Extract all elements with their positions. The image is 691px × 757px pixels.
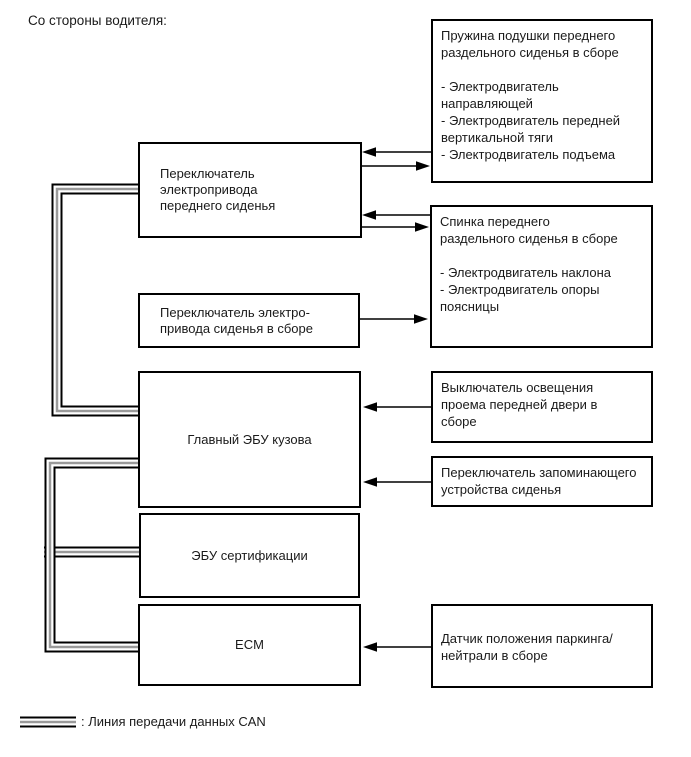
- block-label-line: привода сиденья в сборе: [160, 320, 313, 336]
- block-title-line: раздельного сиденья в сборе: [440, 231, 618, 246]
- block-title-line: раздельного сиденья в сборе: [441, 45, 619, 60]
- can-line-segment-lower: [44, 457, 139, 653]
- arrow-courtesy-to-main-ecu: [363, 402, 431, 412]
- can-legend-label: : Линия передачи данных CAN: [81, 714, 266, 729]
- front-seat-cushion-spring-block: Пружина подушки переднего раздельного си…: [431, 19, 653, 183]
- block-label-line: Главный ЭБУ кузова: [187, 431, 312, 447]
- arrow-assembly-switch-to-seatback: [360, 314, 428, 324]
- arrow-switch-to-seatback: [362, 222, 429, 232]
- page-title: Со стороны водителя:: [28, 13, 167, 28]
- block-title-line: Выключатель освещения: [441, 380, 594, 395]
- block-label-line: Переключатель электро-: [160, 304, 310, 320]
- arrow-switch-to-cushion: [362, 161, 430, 171]
- motor-list-item: - Электродвигатель опоры поясницы: [440, 282, 600, 314]
- block-title-line: Переключатель запоминающего: [441, 465, 637, 480]
- arrow-seatback-to-switch: [362, 210, 430, 220]
- front-power-seat-switch-block: Переключатель электропривода переднего с…: [138, 142, 362, 238]
- block-label-line: Переключатель: [160, 166, 255, 181]
- block-label-line: электропривода: [160, 182, 258, 197]
- park-neutral-position-sensor-block: Датчик положения паркинга/ нейтрали в сб…: [431, 604, 653, 688]
- front-seat-back-block: Спинка переднего раздельного сиденья в с…: [430, 205, 653, 348]
- block-title-line: Спинка переднего: [440, 214, 550, 229]
- arrow-cushion-to-switch: [362, 147, 431, 157]
- motor-list-item: - Электродвигатель направляющей: [441, 79, 559, 111]
- main-body-ecu-block: Главный ЭБУ кузова: [138, 371, 361, 508]
- block-title-line: сборе: [441, 414, 477, 429]
- block-title-line: проема передней двери в: [441, 397, 598, 412]
- certification-ecu-block: ЭБУ сертификации: [139, 513, 360, 598]
- motor-list-item: - Электродвигатель наклона: [440, 265, 611, 280]
- block-label-line: переднего сиденья: [160, 198, 276, 213]
- can-line-segment-upper: [51, 183, 139, 417]
- block-title-line: Пружина подушки переднего: [441, 28, 616, 43]
- arrow-memory-to-main-ecu: [363, 477, 431, 487]
- power-seat-switch-assembly-block: Переключатель электро- привода сиденья в…: [138, 293, 360, 348]
- block-title-line: устройства сиденья: [441, 482, 562, 497]
- seat-memory-switch-block: Переключатель запоминающего устройства с…: [431, 456, 653, 507]
- block-title-line: Датчик положения паркинга/: [441, 631, 613, 646]
- motor-list-item: - Электродвигатель подъема: [441, 147, 616, 162]
- motor-list-item: - Электродвигатель передней вертикальной…: [441, 113, 621, 145]
- block-title-line: нейтрали в сборе: [441, 648, 548, 663]
- arrow-sensor-to-ecm: [363, 642, 431, 652]
- block-label-line: ECM: [235, 637, 264, 652]
- ecm-block: ECM: [138, 604, 361, 686]
- front-door-courtesy-switch-block: Выключатель освещения проема передней дв…: [431, 371, 653, 443]
- block-label-line: ЭБУ сертификации: [191, 547, 308, 563]
